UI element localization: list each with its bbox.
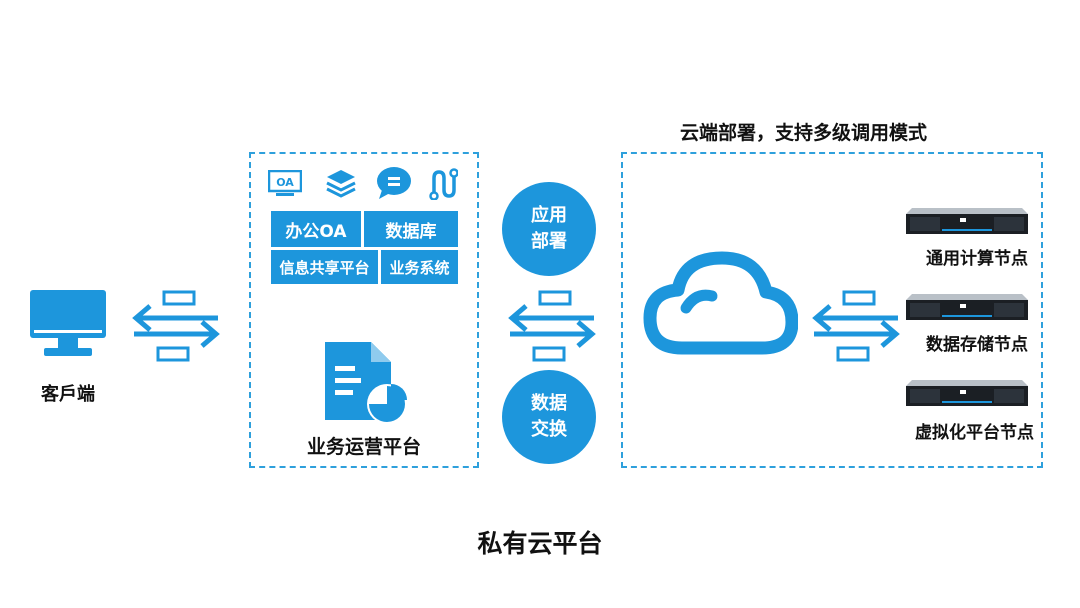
server-rack-icon [906,380,1028,412]
app-deploy-circle: 应用 部署 [502,182,596,276]
business-platform-box [249,152,479,468]
page-title: 私有云平台 [477,529,603,558]
business-platform-label: 业务运营平台 [306,436,421,458]
bidirectional-arrow-icon [506,290,598,366]
cloud-icon [642,248,799,364]
server-rack-icon [906,294,1028,326]
bidirectional-arrow-icon [130,290,222,366]
layers-icon [325,168,357,204]
data-exchange-circle: 数据 交换 [502,370,596,464]
client-label: 客戶端 [41,384,95,405]
cloud-deployment-caption: 云端部署，支持多级调用模式 [680,122,928,144]
document-chart-icon [323,340,411,430]
tile-office-oa: 办公OA [271,211,361,247]
oa-icon: OA [267,169,303,200]
tile-info-sharing: 信息共享平台 [271,250,378,284]
workflow-icon [428,168,459,204]
data-exchange-line2: 交换 [531,419,567,440]
compute-node-label: 通用计算节点 [926,249,1028,269]
tile-database: 数据库 [364,211,458,247]
virtualization-node-label: 虚拟化平台节点 [915,423,1034,443]
cloud-deployment-box [621,152,1043,468]
bidirectional-arrow-icon [810,290,902,366]
tile-business-system: 业务系统 [381,250,458,284]
chat-icon [376,166,412,204]
app-deploy-line2: 部署 [531,231,567,252]
svg-text:OA: OA [276,176,294,189]
server-rack-icon [906,208,1028,240]
app-deploy-line1: 应用 [531,205,567,226]
data-exchange-line1: 数据 [531,393,567,414]
storage-node-label: 数据存储节点 [926,335,1028,355]
client-monitor-icon [30,290,106,366]
